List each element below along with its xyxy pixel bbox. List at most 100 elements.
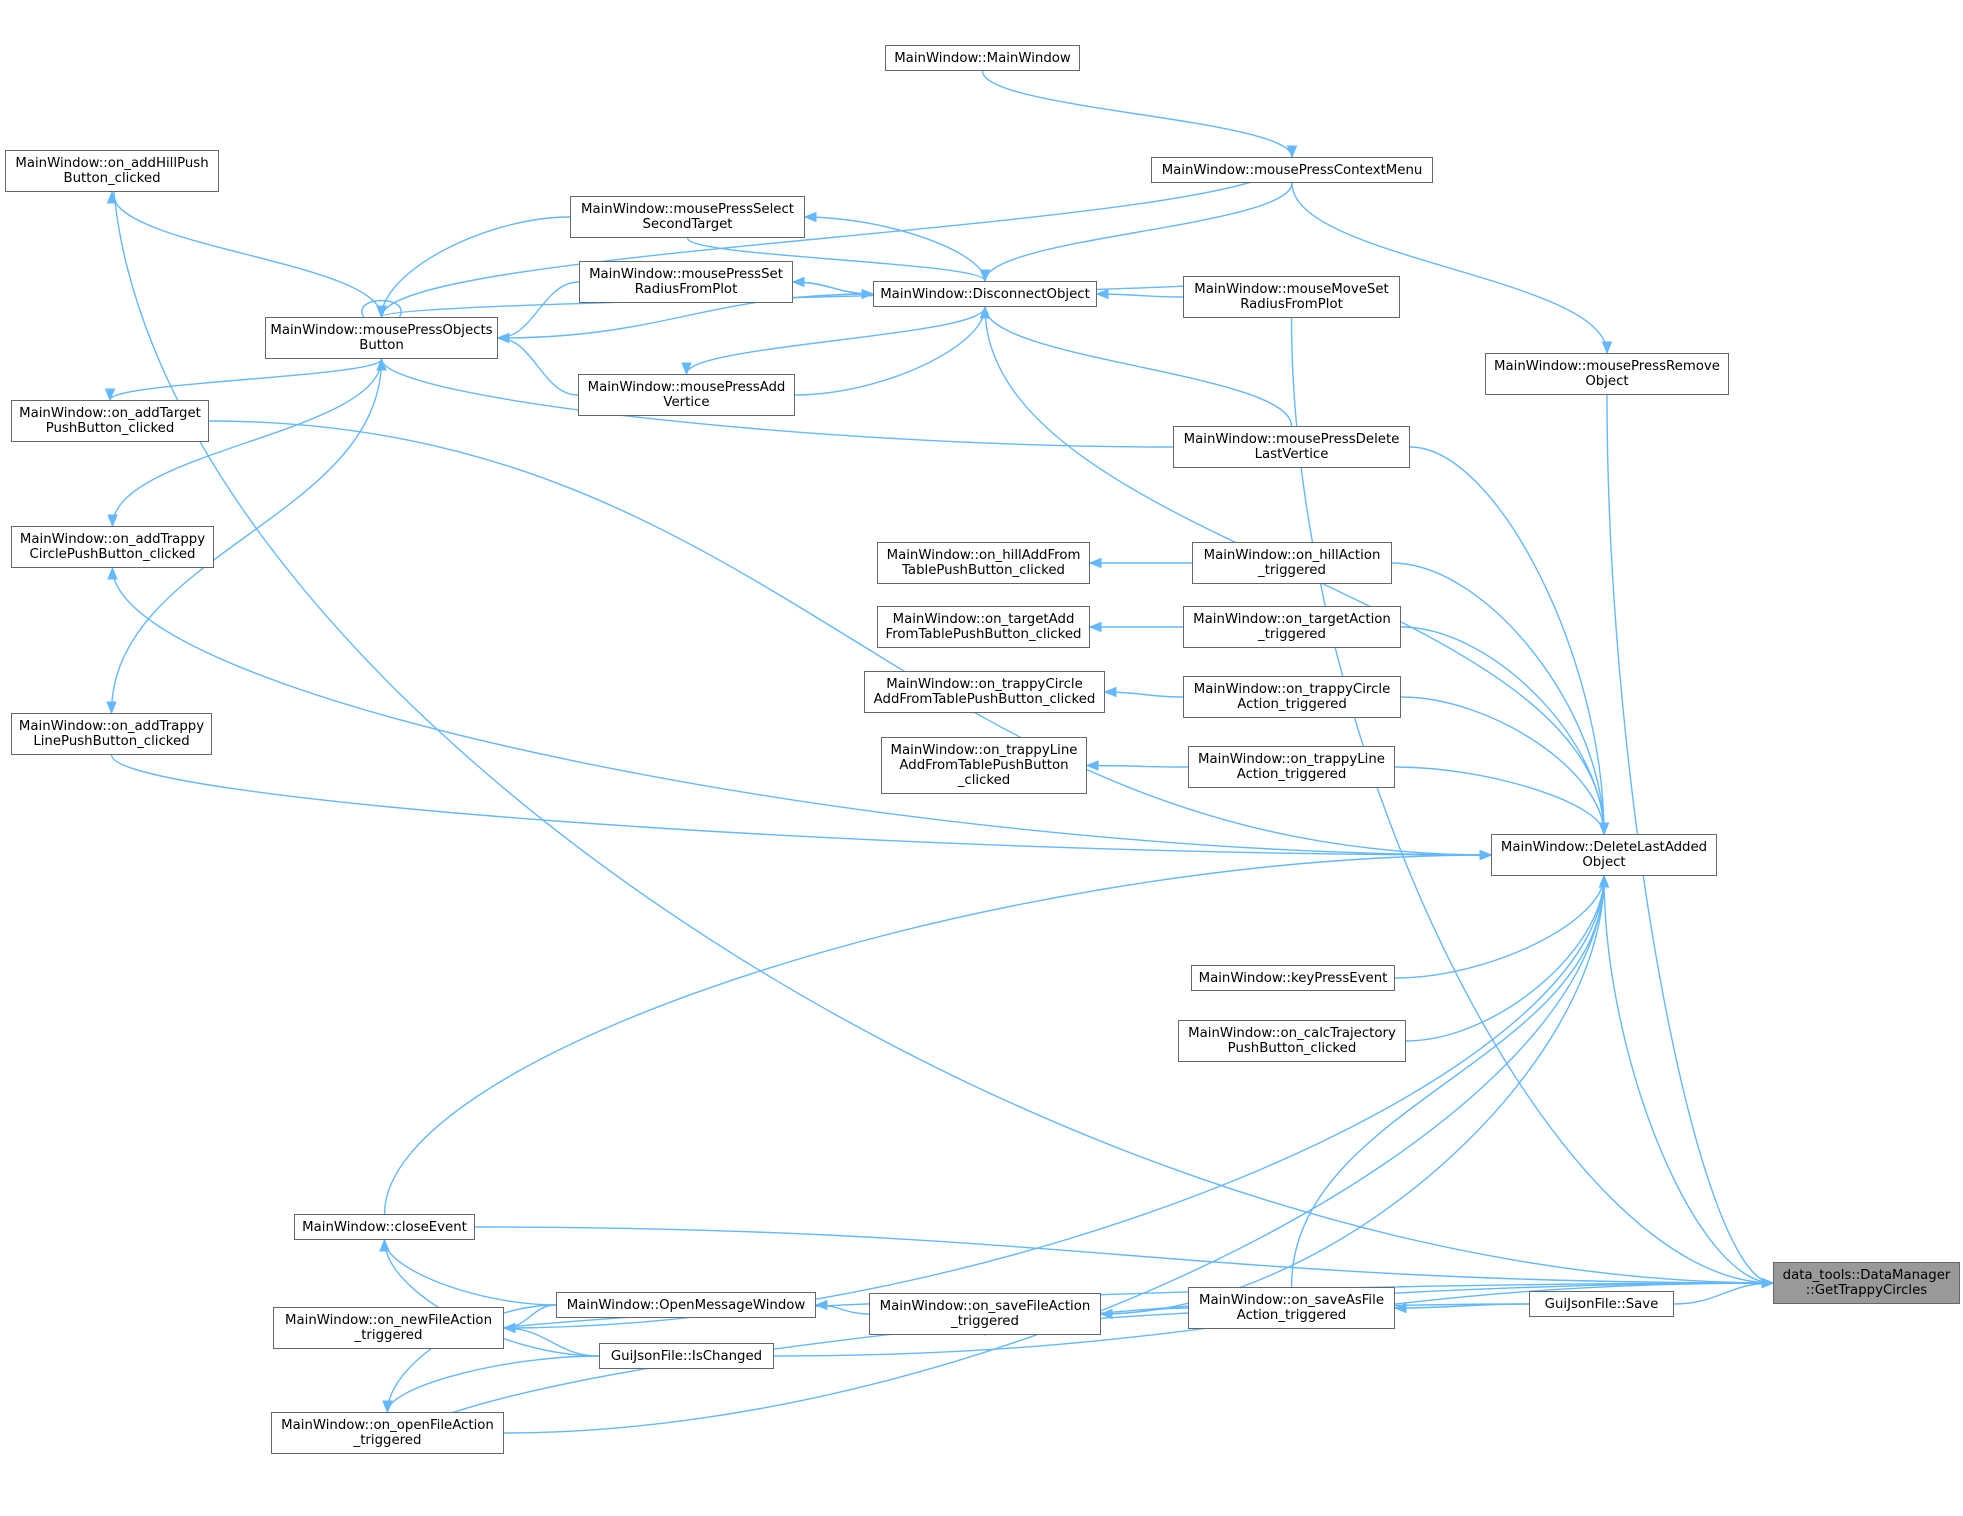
edge-on_saveAsFileAction_triggered-to-DeleteLastAddedObject xyxy=(1290,875,1605,1288)
node-deletelastaddedobject[interactable]: MainWindow::DeleteLastAdded Object xyxy=(1491,834,1717,876)
node-on-calctrajectorypushbutton-clicked[interactable]: MainWindow::on_calcTrajectory PushButton… xyxy=(1178,1020,1406,1062)
edge-arrowhead xyxy=(502,1322,516,1334)
node-label: MainWindow::on_addTrappy CirclePushButto… xyxy=(19,532,206,562)
edge-arrowhead xyxy=(1088,621,1102,633)
edge-mousePressContextMenu-to-DisconnectObject xyxy=(984,182,1293,282)
node-label: GuiJsonFile::Save xyxy=(1544,1296,1659,1312)
edge-arrowhead xyxy=(382,1400,393,1414)
edge-arrowhead xyxy=(1601,341,1613,355)
edge-mousePressObjectsButton-to-on_addTrappyCirclePushButton_clicked xyxy=(111,358,383,527)
node-on-targetaction-triggered[interactable]: MainWindow::on_targetAction _triggered xyxy=(1183,606,1401,648)
node-disconnectobject[interactable]: MainWindow::DisconnectObject xyxy=(873,281,1097,307)
node-on-targetaddfromtablepushbutton-clicked[interactable]: MainWindow::on_targetAdd FromTablePushBu… xyxy=(877,606,1090,648)
edge-arrowhead xyxy=(1085,760,1099,771)
edge-on_addTrappyLinePushButton_clicked-to-DeleteLastAddedObject xyxy=(110,754,1492,856)
edge-on_addTargetPushButton_clicked-to-DeleteLastAddedObject xyxy=(208,420,1492,856)
edge-on_trappyLineAction_triggered-to-DeleteLastAddedObject xyxy=(1394,766,1605,835)
node-on-saveasfileaction-triggered[interactable]: MainWindow::on_saveAsFile Action_trigger… xyxy=(1188,1287,1395,1329)
edge-arrowhead xyxy=(106,190,118,204)
edge-mousePressRemoveObject-to-GetTrappyCircles xyxy=(1606,394,1774,1284)
node-mousepressdeletelastvertice[interactable]: MainWindow::mousePressDelete LastVertice xyxy=(1173,426,1410,468)
node-on-hilladdfromtablepushbutton-clicked[interactable]: MainWindow::on_hillAddFrom TablePushButt… xyxy=(877,542,1090,584)
node-mousepressaddvertice[interactable]: MainWindow::mousePressAdd Vertice xyxy=(578,374,795,416)
node-on-trappycircleaddfromtablepushbutton-clicked[interactable]: MainWindow::on_trappyCircle AddFromTable… xyxy=(864,671,1105,713)
node-label: MainWindow::DisconnectObject xyxy=(880,286,1090,302)
edge-arrowhead xyxy=(1088,557,1102,569)
node-ischanged[interactable]: GuiJsonFile::IsChanged xyxy=(599,1343,774,1369)
edge-on_newFileAction_triggered-to-DeleteLastAddedObject xyxy=(503,875,1605,1329)
node-label: MainWindow::mousePressSelect SecondTarge… xyxy=(580,202,795,232)
node-closeevent[interactable]: MainWindow::closeEvent xyxy=(294,1214,475,1240)
node-label: MainWindow::on_addHillPush Button_clicke… xyxy=(15,156,209,186)
node-mousepressremoveobject[interactable]: MainWindow::mousePressRemove Object xyxy=(1485,353,1729,395)
node-mousepresscontextmenu[interactable]: MainWindow::mousePressContextMenu xyxy=(1151,157,1433,183)
node-on-addtrappylinepushbutton-clicked[interactable]: MainWindow::on_addTrappy LinePushButton_… xyxy=(11,713,212,755)
node-gettrappycircles[interactable]: data_tools::DataManager ::GetTrappyCircl… xyxy=(1773,1262,1960,1304)
node-label: MainWindow::on_calcTrajectory PushButton… xyxy=(1188,1026,1396,1056)
node-on-newfileaction-triggered[interactable]: MainWindow::on_newFileAction _triggered xyxy=(273,1307,504,1349)
node-on-openfileaction-triggered[interactable]: MainWindow::on_openFileAction _triggered xyxy=(271,1412,504,1454)
edge-on_trappyLineAction_triggered-to-on_trappyLineAddFromTablePushButton_clicked xyxy=(1086,764,1189,768)
node-mousepressobjectsbutton[interactable]: MainWindow::mousePressObjects Button xyxy=(265,317,498,359)
node-label: MainWindow::on_addTarget PushButton_clic… xyxy=(19,406,201,436)
node-save[interactable]: GuiJsonFile::Save xyxy=(1529,1291,1674,1317)
node-label: MainWindow::on_targetAdd FromTablePushBu… xyxy=(885,612,1082,642)
edge-IsChanged-to-on_newFileAction_triggered xyxy=(503,1327,600,1357)
node-label: MainWindow::on_trappyLine AddFromTablePu… xyxy=(890,743,1078,788)
edge-mouseMoveSetRadiusFromPlot-to-GetTrappyCircles xyxy=(1290,317,1774,1284)
node-label: MainWindow::on_hillAction _triggered xyxy=(1203,548,1381,578)
node-label: MainWindow::OpenMessageWindow xyxy=(566,1297,806,1313)
edge-mousePressObjectsButton-to-on_addTrappyLinePushButton_clicked xyxy=(110,358,383,714)
edge-on_hillAction_triggered-to-DeleteLastAddedObject xyxy=(1391,562,1605,835)
node-label: MainWindow::mousePressRemove Object xyxy=(1494,359,1720,389)
edge-mousePressObjectsButton-to-on_addHillPushButton_clicked xyxy=(111,191,383,318)
edge-mousePressContextMenu-to-mousePressRemoveObject xyxy=(1291,182,1608,354)
edge-mousePressSetRadiusFromPlot-to-mousePressObjectsButton xyxy=(497,281,580,339)
node-label: MainWindow::mousePressContextMenu xyxy=(1161,162,1423,178)
node-on-savefileaction-triggered[interactable]: MainWindow::on_saveFileAction _triggered xyxy=(869,1293,1101,1335)
edge-Save-to-GetTrappyCircles xyxy=(1673,1282,1774,1305)
node-label: MainWindow::on_trappyCircle Action_trigg… xyxy=(1193,682,1391,712)
edge-mouseMoveSetRadiusFromPlot-to-DisconnectObject xyxy=(1096,293,1184,298)
edge-IsChanged-to-on_openFileAction_triggered xyxy=(386,1355,600,1413)
edge-on_trappyCircleAction_triggered-to-DeleteLastAddedObject xyxy=(1400,696,1605,835)
node-label: MainWindow::keyPressEvent xyxy=(1198,970,1388,986)
edge-arrowhead xyxy=(1095,288,1109,300)
node-on-trappycircleaction-triggered[interactable]: MainWindow::on_trappyCircle Action_trigg… xyxy=(1183,676,1401,718)
node-mousemovesetradiusfromplot[interactable]: MainWindow::mouseMoveSet RadiusFromPlot xyxy=(1183,276,1400,318)
node-label: MainWindow::on_trappyCircle AddFromTable… xyxy=(873,677,1096,707)
node-on-addhillpushbutton-clicked[interactable]: MainWindow::on_addHillPush Button_clicke… xyxy=(5,150,219,192)
edge-mousePressObjectsButton-to-on_addTargetPushButton_clicked xyxy=(109,358,383,401)
node-openmessagewindow[interactable]: MainWindow::OpenMessageWindow xyxy=(556,1292,816,1318)
node-keypressevent[interactable]: MainWindow::keyPressEvent xyxy=(1191,965,1395,991)
edge-arrowhead xyxy=(1099,1308,1113,1320)
edge-mousePressSelectSecondTarget-to-mousePressObjectsButton xyxy=(380,216,571,318)
node-label: MainWindow::on_saveFileAction _triggered xyxy=(879,1299,1091,1329)
node-mousepresssetradiusfromplot[interactable]: MainWindow::mousePressSet RadiusFromPlot xyxy=(579,261,793,303)
edge-mousePressDeleteLastVertice-to-DisconnectObject xyxy=(984,306,1293,427)
node-on-addtrappycirclepushbutton-clicked[interactable]: MainWindow::on_addTrappy CirclePushButto… xyxy=(11,526,214,568)
edge-arrowhead xyxy=(496,332,510,344)
edge-on_addHillPushButton_clicked-to-GetTrappyCircles xyxy=(111,149,1774,1284)
edge-DeleteLastAddedObject-to-GetTrappyCircles xyxy=(1603,875,1774,1284)
node-on-trappylineaction-triggered[interactable]: MainWindow::on_trappyLine Action_trigger… xyxy=(1188,746,1395,788)
node-on-addtargetpushbutton-clicked[interactable]: MainWindow::on_addTarget PushButton_clic… xyxy=(11,400,209,442)
node-label: MainWindow::closeEvent xyxy=(302,1219,467,1235)
edge-on_calcTrajectoryPushButton_clicked-to-DeleteLastAddedObject xyxy=(1405,875,1605,1042)
edge-arrowhead xyxy=(979,305,991,319)
node-label: MainWindow::on_saveAsFile Action_trigger… xyxy=(1198,1293,1384,1323)
node-mainwindow-constructor[interactable]: MainWindow::MainWindow xyxy=(885,45,1080,71)
edge-on_trappyCircleAction_triggered-to-on_trappyCircleAddFromTablePushButton_clicked xyxy=(1104,691,1184,698)
edge-mousePressSelectSecondTarget-to-DisconnectObject xyxy=(686,237,986,282)
node-label: data_tools::DataManager ::GetTrappyCircl… xyxy=(1782,1268,1951,1298)
node-label: MainWindow::DeleteLastAdded Object xyxy=(1500,840,1708,870)
node-label: MainWindow::on_openFileAction _triggered xyxy=(281,1418,494,1448)
node-label: MainWindow::on_hillAddFrom TablePushButt… xyxy=(886,548,1081,578)
node-on-hillaction-triggered[interactable]: MainWindow::on_hillAction _triggered xyxy=(1192,542,1392,584)
node-label: MainWindow::on_newFileAction _triggered xyxy=(285,1313,492,1343)
node-on-trappylineaddfromtablepushbutton-clicked[interactable]: MainWindow::on_trappyLine AddFromTablePu… xyxy=(881,737,1087,794)
edge-arrowhead xyxy=(1598,874,1610,888)
edge-arrowhead xyxy=(107,514,118,528)
node-mousepressselectsecondtarget[interactable]: MainWindow::mousePressSelect SecondTarge… xyxy=(570,196,805,238)
edge-on_saveFileAction_triggered-to-DeleteLastAddedObject xyxy=(1100,875,1605,1315)
